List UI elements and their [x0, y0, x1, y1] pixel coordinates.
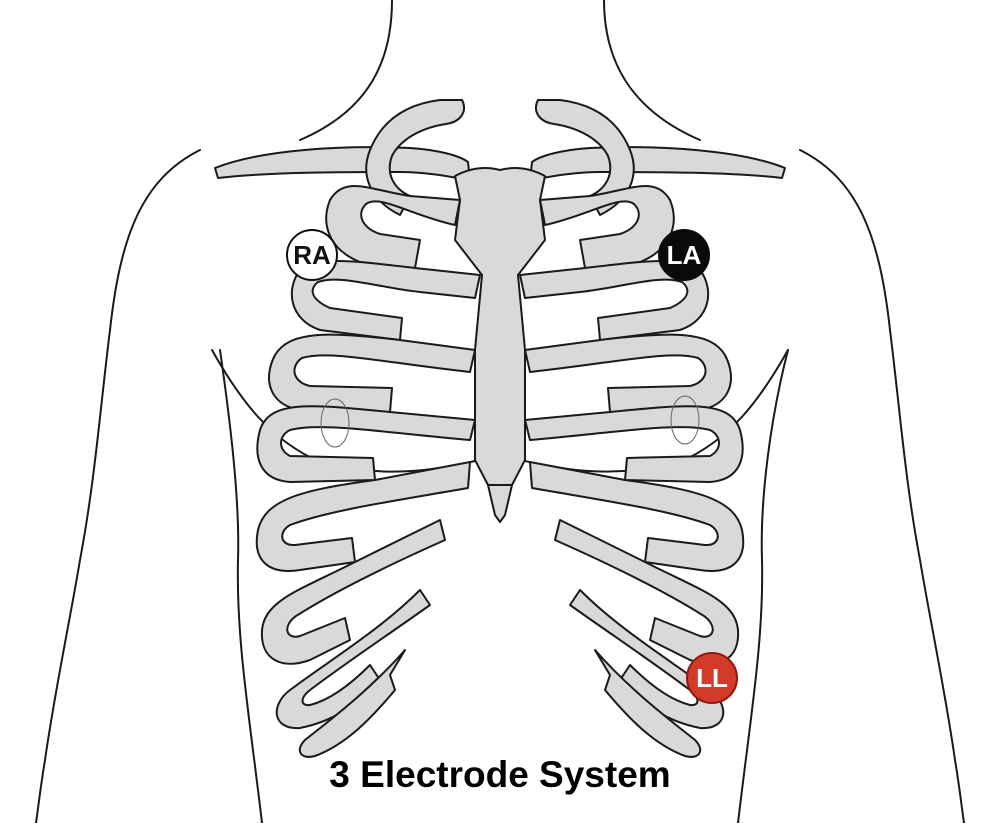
electrode-ra-marker [286, 229, 338, 281]
left-nipple [670, 395, 700, 445]
left-arm-inner-line [219, 349, 263, 824]
sternum [454, 167, 546, 486]
left-shoulder-line [35, 149, 201, 824]
right-arm-inner-line [737, 349, 789, 824]
left-ribs [519, 99, 745, 758]
electrode-ll: LL [686, 652, 738, 704]
electrode-la-marker [658, 229, 710, 281]
torso-outline [35, 0, 965, 824]
electrode-la: LA [658, 229, 710, 281]
neck-left-line [299, 0, 393, 141]
electrode-la-label: LA [667, 240, 702, 270]
electrode-ra-label: RA [293, 240, 331, 270]
xiphoid [487, 484, 513, 523]
right-nipple [320, 398, 350, 448]
electrode-ll-label: LL [696, 663, 728, 693]
electrode-ll-marker [686, 652, 738, 704]
right-ribs [255, 99, 481, 758]
diagram-title: 3 Electrode System [329, 754, 670, 795]
left-clavicle [214, 146, 471, 181]
right-shoulder-line [799, 149, 965, 824]
right-clavicle [529, 146, 786, 181]
neck-right-line [603, 0, 701, 141]
electrode-ra: RA [286, 229, 338, 281]
